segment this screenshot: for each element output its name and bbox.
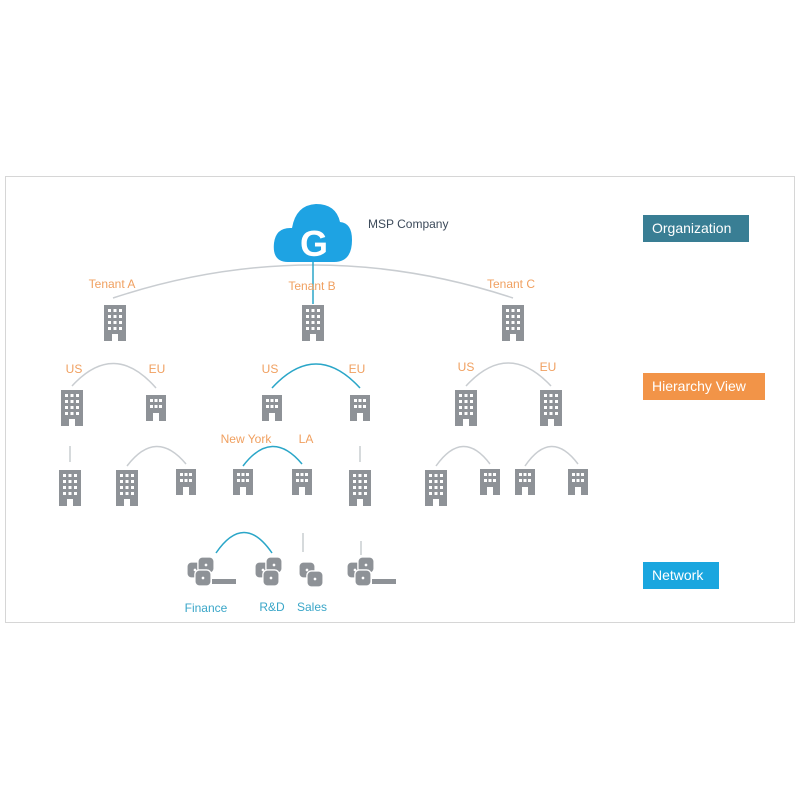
region-label: EU: [149, 362, 166, 376]
building-icon[interactable]: [425, 470, 447, 506]
building-icon[interactable]: [568, 469, 588, 495]
network-link: [215, 531, 273, 554]
building-icon[interactable]: [455, 390, 477, 426]
region-link-a: [71, 362, 157, 389]
building-icon[interactable]: [540, 390, 562, 426]
hierarchy-view-badge: Hierarchy View: [643, 373, 765, 400]
diagram-frame: [5, 176, 795, 623]
region-label: EU: [349, 362, 366, 376]
building-icon[interactable]: [104, 305, 126, 341]
org-name: MSP Company: [368, 217, 448, 231]
network-label: R&D: [259, 600, 285, 614]
tenant-label: Tenant A: [89, 277, 136, 291]
access-point-cluster-icon[interactable]: [186, 556, 236, 587]
building-icon[interactable]: [116, 470, 138, 506]
building-icon[interactable]: [302, 305, 324, 341]
city-label: New York: [221, 432, 273, 446]
building-icon[interactable]: [146, 395, 166, 421]
building-icon[interactable]: [480, 469, 500, 495]
building-icon[interactable]: [349, 470, 371, 506]
building-icon[interactable]: [59, 470, 81, 506]
region-link-b: [271, 363, 361, 389]
building-icon[interactable]: [350, 395, 370, 421]
access-point-cluster-icon[interactable]: [254, 556, 283, 587]
city-link-active: [242, 445, 303, 467]
links: [69, 262, 579, 555]
network-label: Finance: [185, 601, 228, 615]
building-icon[interactable]: [176, 469, 196, 495]
network-label: Sales: [297, 600, 327, 614]
city-link: [126, 445, 187, 467]
city-label: LA: [299, 432, 314, 446]
logo-letter: G: [300, 223, 328, 264]
building-icon[interactable]: [61, 390, 83, 426]
building-icon[interactable]: [292, 469, 312, 495]
organization-badge: Organization: [643, 215, 749, 242]
city-link: [524, 445, 579, 467]
access-point-cluster-icon[interactable]: [298, 561, 324, 588]
tenant-label: Tenant B: [288, 279, 335, 293]
region-label: US: [262, 362, 279, 376]
city-link: [435, 445, 491, 467]
region-link-c: [465, 362, 552, 387]
region-label: US: [458, 360, 475, 374]
access-point-cluster-icon[interactable]: [346, 556, 396, 587]
network-badge: Network: [643, 562, 719, 589]
region-label: EU: [540, 360, 557, 374]
tenant-label: Tenant C: [487, 277, 535, 291]
building-icon[interactable]: [262, 395, 282, 421]
building-icon[interactable]: [515, 469, 535, 495]
region-label: US: [66, 362, 83, 376]
building-icon[interactable]: [502, 305, 524, 341]
building-icon[interactable]: [233, 469, 253, 495]
cloud-logo-icon: G: [273, 204, 352, 264]
